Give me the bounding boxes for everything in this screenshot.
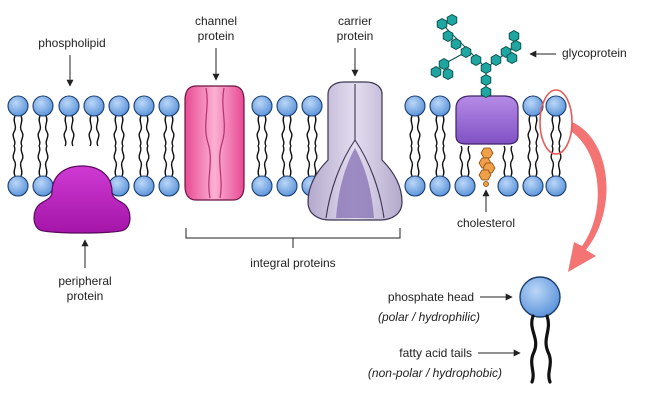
zoom-arrow	[568, 122, 607, 272]
phospholipid-head-bottom	[7, 175, 29, 197]
phospholipid-head-top	[301, 95, 323, 117]
phospholipid-head-bottom	[404, 175, 426, 197]
phospholipid-head-top	[7, 95, 29, 117]
cholesterol-molecule	[478, 147, 496, 187]
phospholipid-head-bottom	[158, 175, 180, 197]
phospholipid-head-top	[32, 95, 54, 117]
peripheral-protein-label-line1: peripheral	[58, 274, 112, 288]
phospholipid-head-bottom	[497, 175, 519, 197]
fatty-acid-tails-note: (non-polar / hydrophobic)	[367, 366, 502, 380]
sugar-unit	[480, 73, 492, 87]
carrier-channel	[325, 84, 385, 219]
sugar-unit	[490, 53, 502, 67]
phospholipid-head-bottom	[276, 175, 298, 197]
glycoprotein-label: glycoprotein	[562, 46, 627, 60]
sugar-unit	[480, 61, 492, 75]
phospholipid-head-top	[158, 95, 180, 117]
glycoprotein-body	[455, 95, 519, 145]
phospholipid-head-top	[429, 95, 451, 117]
glycoprotein-sugar-chain	[430, 13, 522, 99]
phospholipid-head-bottom	[133, 175, 155, 197]
phospholipid-head-top	[133, 95, 155, 117]
phospholipid-head-bottom	[429, 175, 451, 197]
channel-protein-label-line1: channel	[194, 14, 238, 28]
sugar-unit	[438, 57, 450, 71]
phosphate-head-label: phosphate head	[387, 290, 474, 304]
phospholipid-head-bottom	[545, 175, 567, 197]
sugar-unit	[442, 29, 454, 43]
peripheral-protein	[33, 165, 131, 234]
phosphate-head-enlarged	[519, 276, 561, 318]
phospholipid-head-bottom	[522, 175, 544, 197]
integral-proteins-label: integral proteins	[250, 256, 336, 270]
sugar-unit	[450, 37, 462, 51]
peripheral-protein-label-line2: protein	[66, 289, 104, 303]
phospholipid-head-top	[522, 95, 544, 117]
fatty-acid-tail-left	[530, 314, 538, 384]
sugar-unit	[430, 65, 442, 79]
sugar-unit	[436, 17, 448, 31]
sugar-unit	[442, 67, 454, 81]
sugar-unit	[510, 39, 522, 53]
phospholipid-head-top	[108, 95, 130, 117]
phospholipid-head-bottom	[454, 175, 476, 197]
sugar-unit	[506, 51, 518, 65]
phospholipid-head-top	[404, 95, 426, 117]
sugar-unit	[446, 13, 458, 27]
phospholipid-head-top	[251, 95, 273, 117]
fatty-acid-tail-right	[544, 314, 552, 384]
sugar-unit	[460, 45, 472, 59]
phospholipid-label: phospholipid	[38, 36, 106, 50]
phosphate-head-note: (polar / hydrophilic)	[377, 310, 480, 324]
sugar-unit	[480, 85, 492, 99]
cholesterol-label: cholesterol	[456, 216, 516, 230]
phospholipid-head-top	[58, 95, 80, 117]
carrier-inner	[336, 148, 374, 218]
phospholipid-bilayer	[7, 95, 567, 197]
fatty-acid-tails-label: fatty acid tails	[399, 346, 472, 360]
phospholipid-head-bottom	[32, 175, 54, 197]
carrier-protein-label-line1: carrier	[337, 14, 372, 28]
integral-proteins-bracket	[185, 228, 401, 248]
channel-protein	[184, 85, 245, 201]
channel-protein-label-line2: protein	[197, 29, 235, 43]
phospholipid-head-top	[545, 95, 567, 117]
carrier-protein-label-line2: protein	[336, 29, 374, 43]
sugar-unit	[508, 29, 520, 43]
phospholipid-head-top	[83, 95, 105, 117]
channel-pore	[205, 87, 225, 199]
sugar-unit	[470, 53, 482, 67]
phospholipid-head-top	[276, 95, 298, 117]
phospholipid-head-bottom	[251, 175, 273, 197]
